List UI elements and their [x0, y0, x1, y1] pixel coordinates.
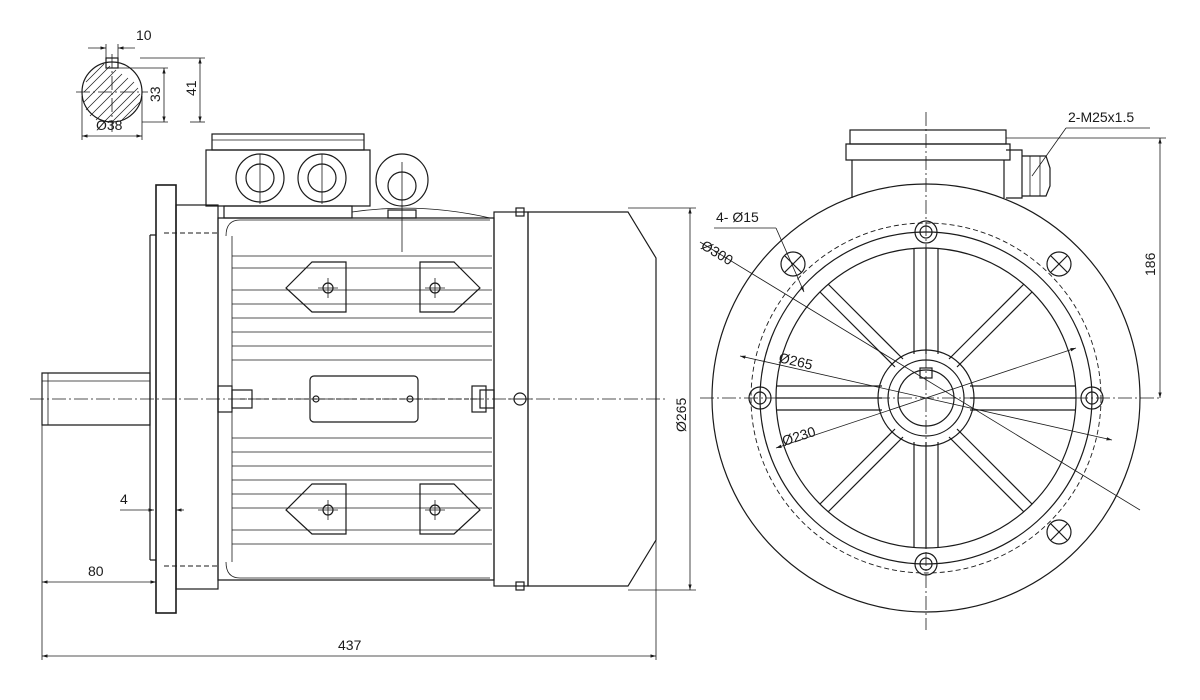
spigot-label: Ø230: [780, 423, 818, 449]
body-diameter-label: Ø265: [673, 398, 689, 432]
key-depth-label: 33: [147, 86, 163, 102]
shaft-section-view: [76, 44, 205, 140]
motor-side-view: [30, 133, 696, 660]
flange-thickness-label: 4: [120, 491, 128, 507]
centre-height-label: 186: [1142, 252, 1158, 276]
cable-gland-label: 2-M25x1.5: [1068, 109, 1134, 125]
flange-od-label: Ø300: [698, 237, 736, 268]
key-width-label: 10: [136, 27, 152, 43]
shaft-height-label: 41: [183, 80, 199, 96]
bolt-holes-label: 4- Ø15: [716, 209, 759, 225]
pcd-label: Ø265: [777, 349, 814, 372]
shaft-length-label: 80: [88, 563, 104, 579]
shaft-diameter-label: Ø38: [96, 117, 123, 133]
motor-end-view: [699, 112, 1166, 630]
total-length-label: 437: [338, 637, 362, 653]
